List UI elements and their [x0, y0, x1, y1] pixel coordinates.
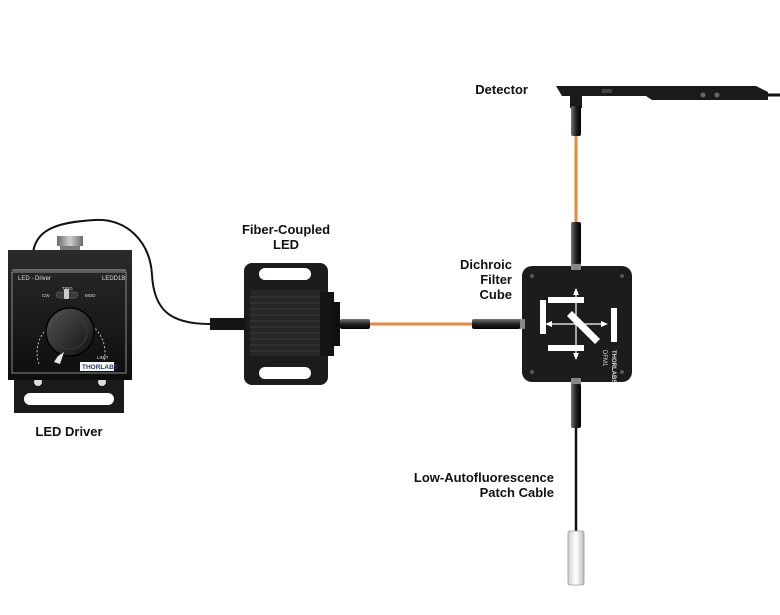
driver-cw-label: CW: [42, 293, 50, 298]
driver-trig-label: TRIG: [62, 286, 73, 291]
driver-mod-label: MOD: [85, 293, 96, 298]
cube-bottom-connector[interactable]: [571, 384, 581, 428]
patch-cable-connector[interactable]: [567, 530, 585, 586]
patch-cable-label-line-2: Patch Cable: [479, 485, 554, 500]
fiber-led-label-line-2: LED: [273, 237, 299, 252]
detector-fiber-connector[interactable]: [571, 106, 581, 136]
cube-top-connector[interactable]: [571, 222, 581, 264]
fiber-coupled-led-label: Fiber-Coupled LED: [228, 222, 344, 252]
dichroic-label-line-2: Filter: [480, 272, 512, 287]
driver-brand-logo: THORLABS: [82, 364, 119, 371]
detector-label: Detector: [452, 82, 528, 97]
dichroic-label-line-3: Cube: [479, 287, 513, 302]
patch-cable-label: Low-Autofluorescence Patch Cable: [380, 470, 554, 500]
led-driver-label: LED Driver: [14, 424, 124, 439]
fiber-coupled-led[interactable]: [210, 263, 340, 385]
dichroic-filter-cube[interactable]: THORLABS DFM1: [517, 262, 632, 386]
fiber-led-label-line-1: Fiber-Coupled: [241, 222, 331, 237]
dichroic-filter-cube-label: Dichroic Filter Cube: [430, 257, 512, 302]
detector-label-text: Detector: [475, 82, 528, 97]
cube-brand-text: THORLABS: [610, 350, 616, 383]
driver-limit-label: LIMIT: [97, 355, 109, 360]
patch-cable-label-line-1: Low-Autofluorescence: [413, 470, 554, 485]
cube-input-connector[interactable]: [472, 319, 520, 329]
led-fiber-connector[interactable]: [340, 319, 370, 329]
driver-title-left: LED - Driver: [18, 276, 51, 282]
driver-cable: [31, 218, 211, 325]
dichroic-label-line-1: Dichroic: [459, 257, 512, 272]
led-driver[interactable]: LED - Driver LEDD1B TRIG CW MOD LIMIT TH…: [8, 236, 132, 413]
detector[interactable]: [556, 86, 780, 108]
driver-title-right: LEDD1B: [102, 276, 125, 282]
led-driver-label-text: LED Driver: [35, 424, 103, 439]
cube-model-text: DFM1: [601, 350, 607, 367]
